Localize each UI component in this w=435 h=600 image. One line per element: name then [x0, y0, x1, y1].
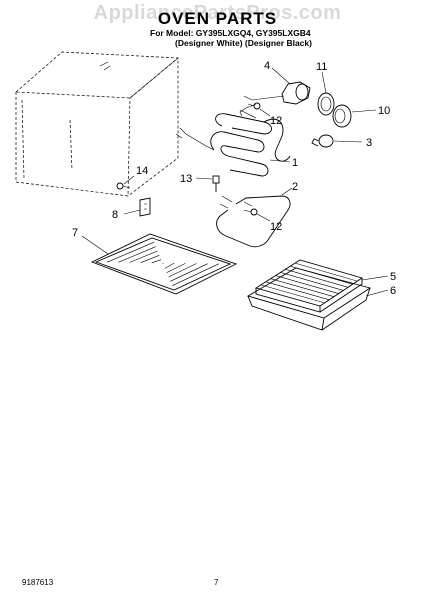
part-7-oven-rack	[90, 233, 238, 295]
callout-6: 6	[365, 285, 396, 297]
insert-slot	[275, 275, 339, 294]
rack-wire	[168, 263, 197, 278]
part-12-lower-screw	[243, 208, 258, 216]
part-3-light-bulb	[311, 134, 334, 148]
rack-wire	[166, 263, 186, 273]
oven-cavity-outline	[15, 51, 179, 197]
callout-10-label: 10	[378, 105, 390, 117]
callout-7: 7	[72, 227, 109, 255]
insert-slot	[285, 269, 349, 288]
diagram-title: OVEN PARTS	[157, 9, 278, 28]
callout-12-lower-label: 12	[270, 221, 282, 233]
callout-13: 13	[180, 173, 213, 185]
insert-slot	[280, 272, 344, 291]
rack-wire	[129, 250, 158, 263]
rack-wire	[107, 242, 154, 263]
callout-3-label: 3	[366, 137, 372, 149]
callout-8-label: 8	[112, 209, 118, 221]
callout-12-upper: 12	[259, 108, 282, 127]
callout-6-label: 6	[390, 285, 396, 297]
callout-13-label: 13	[180, 173, 192, 185]
callout-11-label: 11	[316, 61, 327, 73]
insert-slot	[270, 278, 335, 297]
variant-line: (Designer White) (Designer Black)	[175, 38, 312, 48]
callout-12-lower: 12	[256, 213, 282, 233]
callout-1: 1	[269, 157, 298, 169]
part-11-gasket	[317, 92, 335, 116]
document-number: 9187613	[22, 578, 54, 587]
callout-2-label: 2	[292, 181, 298, 193]
insert-slot	[265, 281, 330, 301]
watermark-text: AppliancePartsPros.com	[93, 2, 342, 24]
part-8-bracket	[139, 197, 151, 217]
part-1-bake-element	[175, 109, 291, 177]
callout-2: 2	[281, 181, 298, 196]
rack-wire	[172, 263, 219, 286]
callout-14: 14	[123, 165, 148, 185]
page-number: 7	[214, 578, 219, 587]
callout-10: 10	[351, 105, 390, 117]
part-10-lens	[332, 104, 352, 128]
model-line: For Model: GY395LXGQ4, GY395LXGB4	[150, 28, 311, 38]
callout-4-label: 4	[264, 60, 270, 72]
part-14-screw	[116, 182, 131, 190]
callout-4: 4	[264, 60, 291, 85]
callout-5-label: 5	[390, 271, 396, 283]
part-6-broil-pan	[246, 267, 372, 331]
callout-12-upper-label: 12	[270, 115, 282, 127]
callout-14-label: 14	[136, 165, 148, 177]
insert-slot	[260, 284, 325, 304]
part-5-broil-pan-insert	[254, 259, 364, 313]
part-2-broil-element	[216, 195, 291, 248]
part-13-screw	[212, 175, 220, 192]
insert-slot	[295, 262, 358, 282]
part-12-upper-screw	[247, 102, 261, 110]
rack-wire	[151, 259, 162, 264]
callout-5: 5	[361, 271, 396, 283]
callout-11: 11	[316, 61, 327, 94]
rack-wire	[140, 255, 160, 263]
rack-wire	[164, 262, 175, 269]
callout-1-label: 1	[292, 157, 298, 169]
rack-wire	[170, 263, 208, 282]
callout-8: 8	[112, 209, 141, 221]
part-4-light-socket	[239, 81, 311, 117]
callout-7-label: 7	[72, 227, 78, 239]
rack-wire	[118, 246, 156, 263]
callout-3: 3	[333, 137, 372, 149]
